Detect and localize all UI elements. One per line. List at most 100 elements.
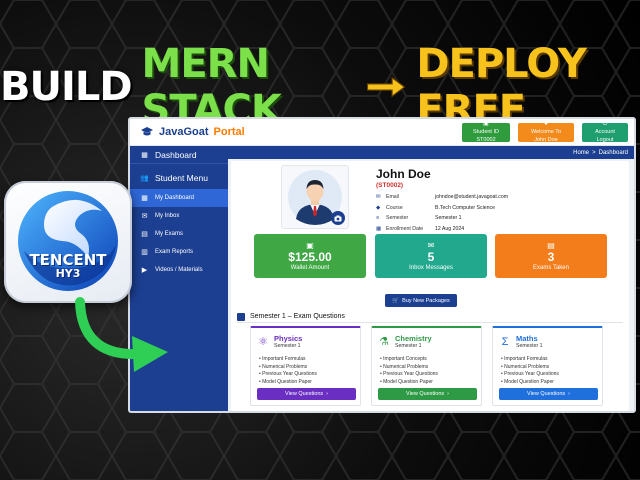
- chevron-right-icon: ›: [447, 391, 449, 397]
- breadcrumb: Home > Dashboard: [228, 146, 634, 159]
- logout-button[interactable]: ⏻ Account Logout: [582, 121, 628, 143]
- breadcrumb-home[interactable]: Home: [573, 149, 590, 156]
- subject-semester: Semester 1: [395, 343, 422, 349]
- inbox-count: 5: [427, 249, 435, 264]
- list-item: Important Concepts: [380, 356, 438, 364]
- file-icon: ▤: [547, 240, 555, 250]
- welcome-button[interactable]: ● Welcome To John Doe: [518, 121, 574, 143]
- stats-row: ▣ $125.00 Wallet Amount ✉ 5 Inbox Messag…: [254, 234, 607, 278]
- info-value: B.Tech Computer Science: [435, 204, 495, 211]
- sidebar-item-label: Videos / Materials: [155, 267, 203, 273]
- cap-icon: ◆: [376, 204, 381, 211]
- sigma-icon: Σ: [501, 335, 509, 348]
- envelope-icon: ✉: [141, 213, 148, 220]
- sidebar-item-my-inbox[interactable]: ✉ My Inbox: [130, 207, 228, 225]
- sidebar-dashboard-label: Dashboard: [155, 149, 197, 160]
- headline: BUILD MERN STACK DEPLOY FREE: [0, 41, 640, 133]
- info-value: Semester 1: [435, 215, 462, 222]
- cart-icon: 🛒: [392, 297, 400, 304]
- buy-packages-label: Buy New Packages: [402, 297, 450, 304]
- tencent-logo-icon: [18, 191, 118, 291]
- list-item: Model Question Paper: [501, 379, 559, 387]
- file-icon: ▤: [141, 231, 148, 238]
- wallet-amount: $125.00: [288, 249, 332, 264]
- profile-id: (ST0002): [376, 182, 404, 189]
- atom-icon: ⚛: [258, 336, 268, 348]
- info-label: Semester: [386, 215, 409, 222]
- avatar: [281, 165, 349, 229]
- sidebar-item-videos-materials[interactable]: ▶ Videos / Materials: [130, 261, 228, 279]
- breadcrumb-current: Dashboard: [598, 149, 628, 156]
- wallet-stat-card[interactable]: ▣ $125.00 Wallet Amount: [254, 234, 366, 278]
- semester-title: Semester 1 – Exam Questions: [237, 311, 623, 323]
- tencent-hy3-logo: TENCENT HY3: [4, 181, 132, 303]
- breadcrumb-separator: >: [592, 149, 596, 156]
- sidebar-item-my-exams[interactable]: ▤ My Exams: [130, 225, 228, 243]
- inbox-stat-card[interactable]: ✉ 5 Inbox Messages: [375, 234, 487, 278]
- graduation-cap-icon: [141, 127, 153, 136]
- headline-deploy-free: DEPLOY FREE: [416, 41, 586, 133]
- curved-arrow-icon: [75, 297, 168, 372]
- info-label: Course: [386, 204, 403, 211]
- student-id-label: Student ID: [473, 129, 499, 135]
- view-questions-physics-button[interactable]: View Questions ›: [257, 388, 356, 400]
- info-value: johndoe@student.javagoat.com: [435, 194, 509, 201]
- inbox-label: Inbox Messages: [409, 264, 453, 271]
- list-icon: ≡: [376, 215, 380, 222]
- sidebar-item-label: My Dashboard: [155, 195, 195, 201]
- profile-row-semester: ≡ Semester Semester 1: [376, 213, 616, 224]
- welcome-user: John Doe: [534, 137, 558, 143]
- sidebar-dashboard[interactable]: ▦ Dashboard: [130, 146, 228, 164]
- list-item: Previous Year Questions: [259, 371, 317, 379]
- brand-name: JavaGoat: [159, 126, 209, 138]
- list-item: Numerical Problems: [259, 364, 317, 372]
- wallet-icon: ▣: [306, 240, 314, 250]
- arrow-right-icon: [367, 76, 406, 98]
- exams-count: 3: [547, 249, 555, 264]
- chevron-right-icon: ›: [568, 391, 570, 397]
- info-label: Enrollment Date: [386, 225, 424, 232]
- subject-semester: Semester 1: [274, 343, 301, 349]
- chart-icon: ▥: [141, 249, 148, 256]
- button-label: View Questions: [406, 391, 445, 397]
- view-questions-maths-button[interactable]: View Questions ›: [499, 388, 598, 400]
- logout-label-2: Logout: [596, 137, 614, 143]
- top-navbar: JavaGoat Portal ▣ Student ID ST0002 ● We…: [130, 119, 634, 146]
- list-item: Numerical Problems: [501, 364, 559, 372]
- sidebar-item-my-dashboard[interactable]: ▦ My Dashboard: [130, 189, 228, 207]
- view-questions-chemistry-button[interactable]: View Questions ›: [378, 388, 477, 400]
- headline-build: BUILD: [0, 64, 133, 110]
- subject-topics: Important Concepts Numerical Problems Pr…: [380, 356, 438, 386]
- users-icon: 👥: [140, 175, 149, 182]
- main-content: John Doe (ST0002) ✉ Email johndoe@studen…: [228, 159, 634, 411]
- subject-card-physics: ⚛ Physics Semester 1 Important Formulas …: [250, 326, 361, 406]
- student-id-value: ST0002: [476, 137, 496, 143]
- sidebar-section-student-menu: 👥 Student Menu: [130, 167, 228, 189]
- exams-stat-card[interactable]: ▤ 3 Exams Taken: [495, 234, 607, 278]
- badge-text-hy3: HY3: [55, 267, 81, 280]
- exams-label: Exams Taken: [533, 264, 569, 271]
- user-avatar-icon: [288, 170, 342, 225]
- envelope-icon: ✉: [376, 194, 381, 201]
- logout-label-1: Account: [595, 129, 615, 135]
- subject-topics: Important Formulas Numerical Problems Pr…: [259, 356, 317, 386]
- list-item: Important Formulas: [259, 356, 317, 364]
- buy-packages-button[interactable]: 🛒 Buy New Packages: [385, 294, 457, 307]
- info-label: Email: [386, 194, 399, 201]
- book-icon: [237, 312, 245, 321]
- subject-name: Physics: [274, 334, 303, 343]
- student-id-button[interactable]: ▣ Student ID ST0002: [462, 121, 510, 143]
- profile-row-course: ◆ Course B.Tech Computer Science: [376, 203, 616, 214]
- button-label: View Questions: [285, 391, 324, 397]
- semester-title-text: Semester 1 – Exam Questions: [250, 313, 345, 320]
- grid-icon: ▦: [141, 195, 148, 202]
- calendar-icon: ▦: [376, 225, 382, 232]
- info-value: 12 Aug 2024: [435, 225, 465, 232]
- wallet-label: Wallet Amount: [290, 264, 330, 271]
- user-icon: ●: [544, 121, 548, 127]
- subject-name: Maths: [516, 334, 538, 343]
- brand-logo[interactable]: JavaGoat Portal: [140, 126, 245, 138]
- camera-icon[interactable]: [331, 211, 345, 225]
- sidebar-item-exam-reports[interactable]: ▥ Exam Reports: [130, 243, 228, 261]
- envelope-icon: ✉: [427, 240, 435, 250]
